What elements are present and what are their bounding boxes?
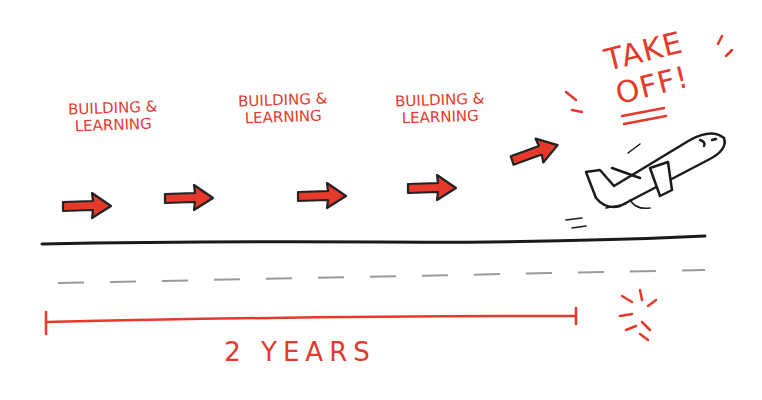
progress-arrow: [508, 133, 561, 172]
progress-arrow: [298, 183, 346, 208]
phase-label: BUILDING & LEARNING: [57, 98, 168, 136]
phase-label: BUILDING & LEARNING: [384, 90, 495, 128]
progress-arrow: [408, 175, 456, 200]
airplane: [586, 133, 725, 208]
motion-lines: [566, 144, 640, 228]
runway-centerline: [58, 270, 705, 283]
runway-edge: [42, 236, 705, 244]
headline: TAKE OFF!: [581, 21, 714, 117]
time-bracket: [46, 308, 576, 334]
progress-arrow: [63, 193, 111, 218]
duration-label: 2 YEARS: [180, 338, 420, 368]
progress-arrow: [165, 185, 213, 210]
phase-label: BUILDING & LEARNING: [227, 90, 338, 128]
